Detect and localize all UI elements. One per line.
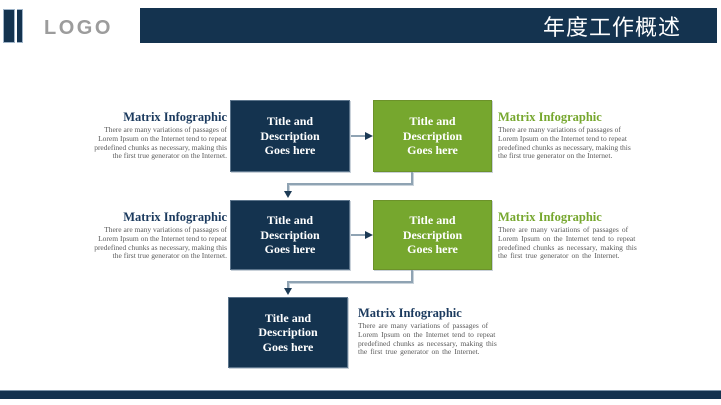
row2-green-box: Title and Description Goes here xyxy=(373,200,492,270)
row2-right-body: There are many variations of passages of… xyxy=(498,225,637,261)
connector2-shadow xyxy=(288,271,414,288)
row1-left-body: There are many variations of passages of… xyxy=(94,125,227,161)
row1-left-heading: Matrix Infographic xyxy=(123,110,227,124)
footer-bar xyxy=(0,390,721,399)
row3-right-text-block: Matrix Infographic There are many variat… xyxy=(358,306,497,357)
row2-left-text-block: Matrix Infographic There are many variat… xyxy=(94,210,227,261)
header-accent-bar-icon xyxy=(3,9,15,43)
row2-right-heading: Matrix Infographic xyxy=(498,210,602,224)
row1-left-text-block: Matrix Infographic There are many variat… xyxy=(94,110,227,161)
row2-arrowhead-icon xyxy=(365,231,373,239)
connector1-elbow-line xyxy=(287,172,413,191)
page-title: 年度工作概述 xyxy=(542,14,681,40)
connector2-arrowhead-icon xyxy=(284,288,292,295)
row2-right-text-block: Matrix Infographic There are many variat… xyxy=(498,210,637,261)
row2-left-body: There are many variations of passages of… xyxy=(94,225,227,261)
row3-navy-box: Title and Description Goes here xyxy=(228,297,348,368)
row1-right-body: There are many variations of passages of… xyxy=(498,125,631,161)
row1-green-box: Title and Description Goes here xyxy=(373,100,492,172)
row3-right-heading: Matrix Infographic xyxy=(358,306,462,320)
row1-navy-box: Title and Description Goes here xyxy=(230,100,350,172)
connector1-shadow xyxy=(288,173,414,191)
row3-right-body: There are many variations of passages of… xyxy=(358,321,497,357)
row1-right-text-block: Matrix Infographic There are many variat… xyxy=(498,110,631,161)
connector1-arrowhead-icon xyxy=(284,191,292,198)
logo-text: LOGO xyxy=(44,17,113,39)
header-title-bar: 年度工作概述 xyxy=(140,8,717,43)
row2-left-heading: Matrix Infographic xyxy=(123,210,227,224)
connector2-elbow-line xyxy=(287,270,413,288)
row1-right-heading: Matrix Infographic xyxy=(498,110,602,124)
header-accent-bar-thin-icon xyxy=(17,9,23,43)
row2-navy-box: Title and Description Goes here xyxy=(230,200,350,270)
row1-arrowhead-icon xyxy=(365,132,373,140)
